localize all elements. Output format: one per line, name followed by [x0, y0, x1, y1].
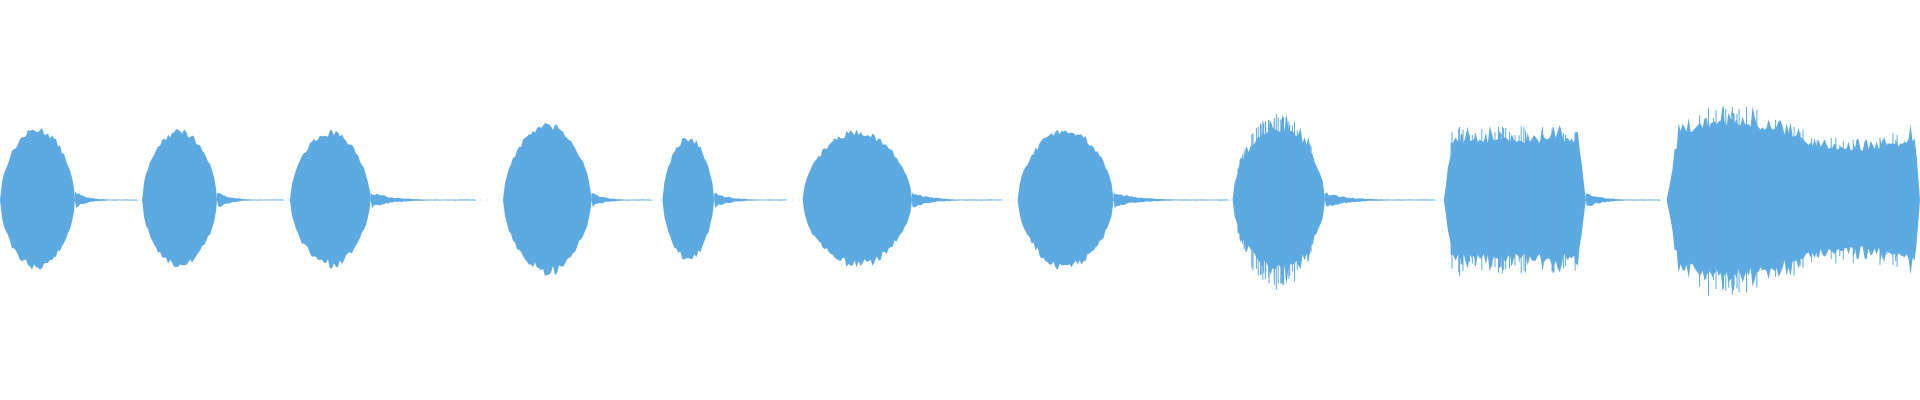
waveform-segment-4: [503, 122, 592, 276]
waveform-tail-segment-6: [912, 192, 1003, 208]
waveform-group: [0, 105, 1920, 296]
waveform-tail-segment-8: [1324, 192, 1437, 207]
waveform-segment-7: [1017, 129, 1114, 270]
waveform-tail-segment-2: [217, 192, 285, 207]
waveform-tail-segment-5: [714, 192, 788, 208]
waveform-tail-segment-4: [591, 192, 653, 208]
waveform-segment-1: [0, 128, 75, 270]
waveform-segment-2: [142, 129, 217, 267]
waveform-segment-3: [289, 130, 371, 269]
waveform-segment-6: [802, 129, 912, 268]
waveform-tail-segment-1: [74, 191, 139, 208]
waveform-tail-segment-3: [370, 192, 477, 209]
waveform-segment-5: [662, 137, 715, 260]
waveform-segment-10: [1666, 105, 1920, 288]
waveform-tail-segment-9: [1585, 193, 1661, 207]
waveform-tail-segment-7: [1113, 192, 1229, 209]
